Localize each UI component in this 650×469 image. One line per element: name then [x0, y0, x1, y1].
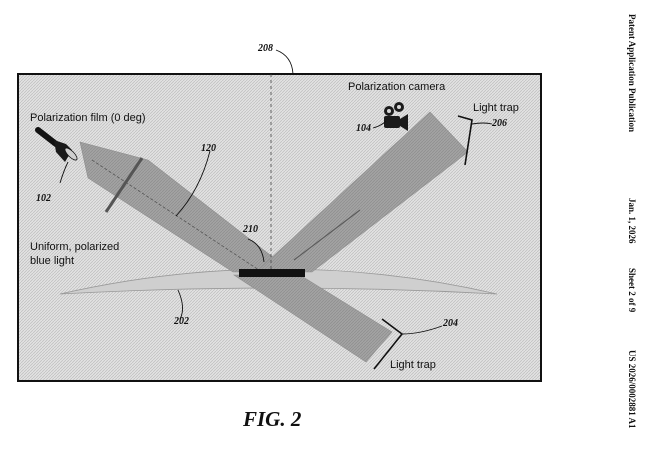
ref-trap-top: 206 [491, 118, 507, 129]
ref-sample: 210 [242, 224, 258, 235]
label-light-trap-bottom: Light trap [390, 359, 436, 371]
leader-lines [59, 49, 493, 335]
figure-caption: FIG. 2 [242, 407, 302, 431]
sample [239, 269, 305, 277]
ref-beam: 120 [201, 143, 216, 154]
ref-trap-bottom: 204 [442, 318, 458, 329]
label-uniform-light-1: Uniform, polarized [30, 241, 119, 253]
header-publication: Patent Application Publication [627, 14, 637, 132]
label-polarization-film: Polarization film (0 deg) [30, 112, 146, 124]
ref-frame: 208 [257, 43, 273, 54]
header-sheet: Sheet 2 of 9 [627, 268, 637, 313]
ref-surface: 202 [173, 316, 189, 327]
header-date: Jan. 1, 2026 [627, 198, 637, 244]
figure-frame [17, 73, 542, 382]
flashlight-icon [35, 127, 78, 162]
beam-centerline [91, 159, 263, 273]
label-light-trap-top: Light trap [473, 102, 519, 114]
light-trap-top [457, 115, 473, 166]
reflected-beam-line [293, 209, 361, 261]
header-number: US 2026/0002881 A1 [627, 350, 637, 429]
patent-header: Patent Application Publication Jan. 1, 2… [627, 14, 637, 429]
ref-camera: 104 [356, 123, 371, 134]
label-polarization-camera: Polarization camera [348, 81, 446, 93]
polarization-film-plate [104, 157, 144, 213]
label-uniform-light-2: blue light [30, 255, 74, 267]
ref-light-source: 102 [36, 193, 51, 204]
camera-icon [384, 102, 408, 131]
